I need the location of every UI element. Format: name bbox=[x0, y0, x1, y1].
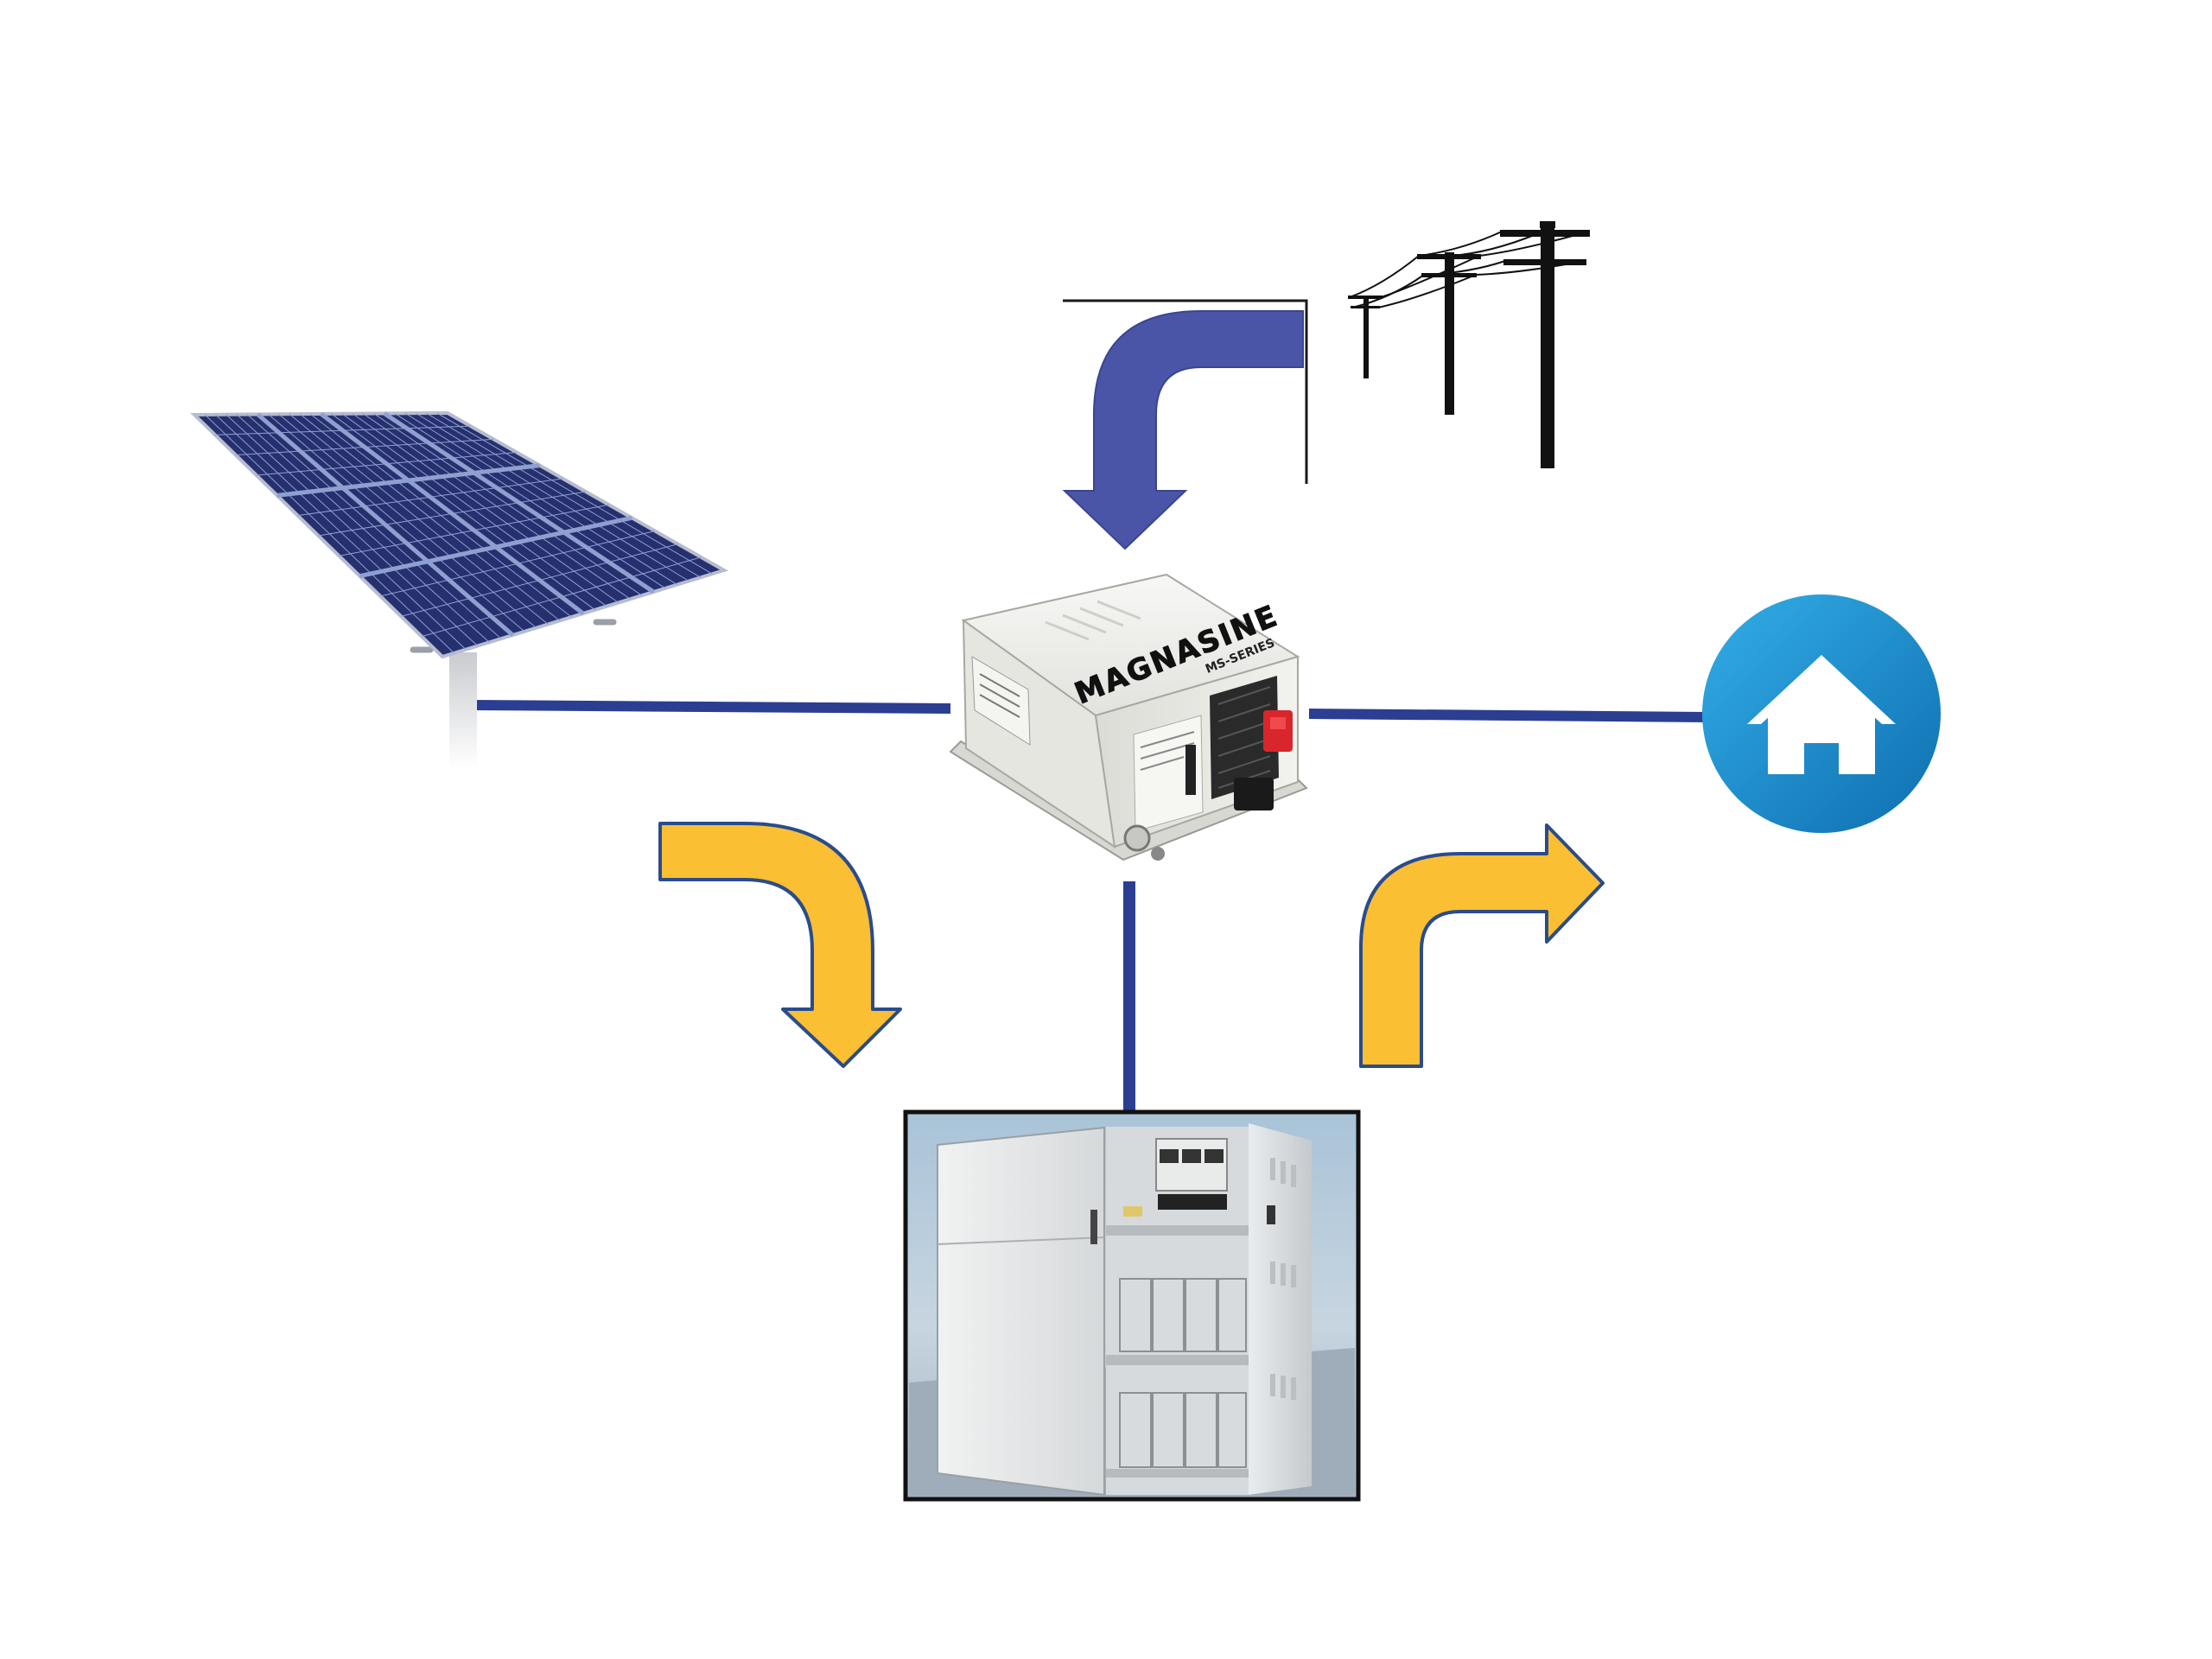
home-load bbox=[1702, 594, 1941, 833]
solar-cell-line bbox=[339, 504, 609, 556]
solar-cell-grid bbox=[204, 411, 713, 654]
battery-enclosure-door bbox=[937, 1126, 1105, 1497]
battery-bank-upper bbox=[1119, 1278, 1247, 1352]
solar-panel-surface bbox=[190, 410, 729, 659]
solar-panel-array bbox=[190, 410, 729, 769]
grid-to-inverter-arrow bbox=[1062, 299, 1308, 550]
solar-cell-line bbox=[276, 463, 540, 498]
wire-inverter-to-home bbox=[1308, 709, 1707, 722]
battery-enclosure bbox=[903, 1109, 1361, 1502]
inverter-red-breaker bbox=[1263, 710, 1293, 752]
solar-cell-line bbox=[235, 438, 494, 456]
solar-cell-line bbox=[359, 515, 632, 579]
solar-cell-line bbox=[401, 543, 678, 617]
solar-cell-line bbox=[421, 556, 702, 638]
solar-cell-line bbox=[256, 452, 518, 476]
utility-power-poles bbox=[1348, 221, 1590, 468]
solar-cell-line bbox=[380, 531, 656, 597]
wiring bbox=[470, 700, 1707, 1110]
solar-to-battery-arrow bbox=[658, 822, 902, 1068]
inverter-charger: MAGNASINE MS-SERIES bbox=[949, 573, 1308, 861]
solar-cell-line bbox=[318, 491, 587, 537]
solar-mount-pole bbox=[449, 652, 477, 769]
home-icon bbox=[1747, 655, 1896, 774]
solar-cell-line bbox=[297, 478, 563, 517]
battery-to-home-arrow bbox=[1359, 823, 1605, 1068]
battery-bank-lower bbox=[1119, 1392, 1247, 1468]
solar-cell-line bbox=[214, 425, 471, 435]
wire-solar-to-inverter bbox=[470, 700, 951, 714]
